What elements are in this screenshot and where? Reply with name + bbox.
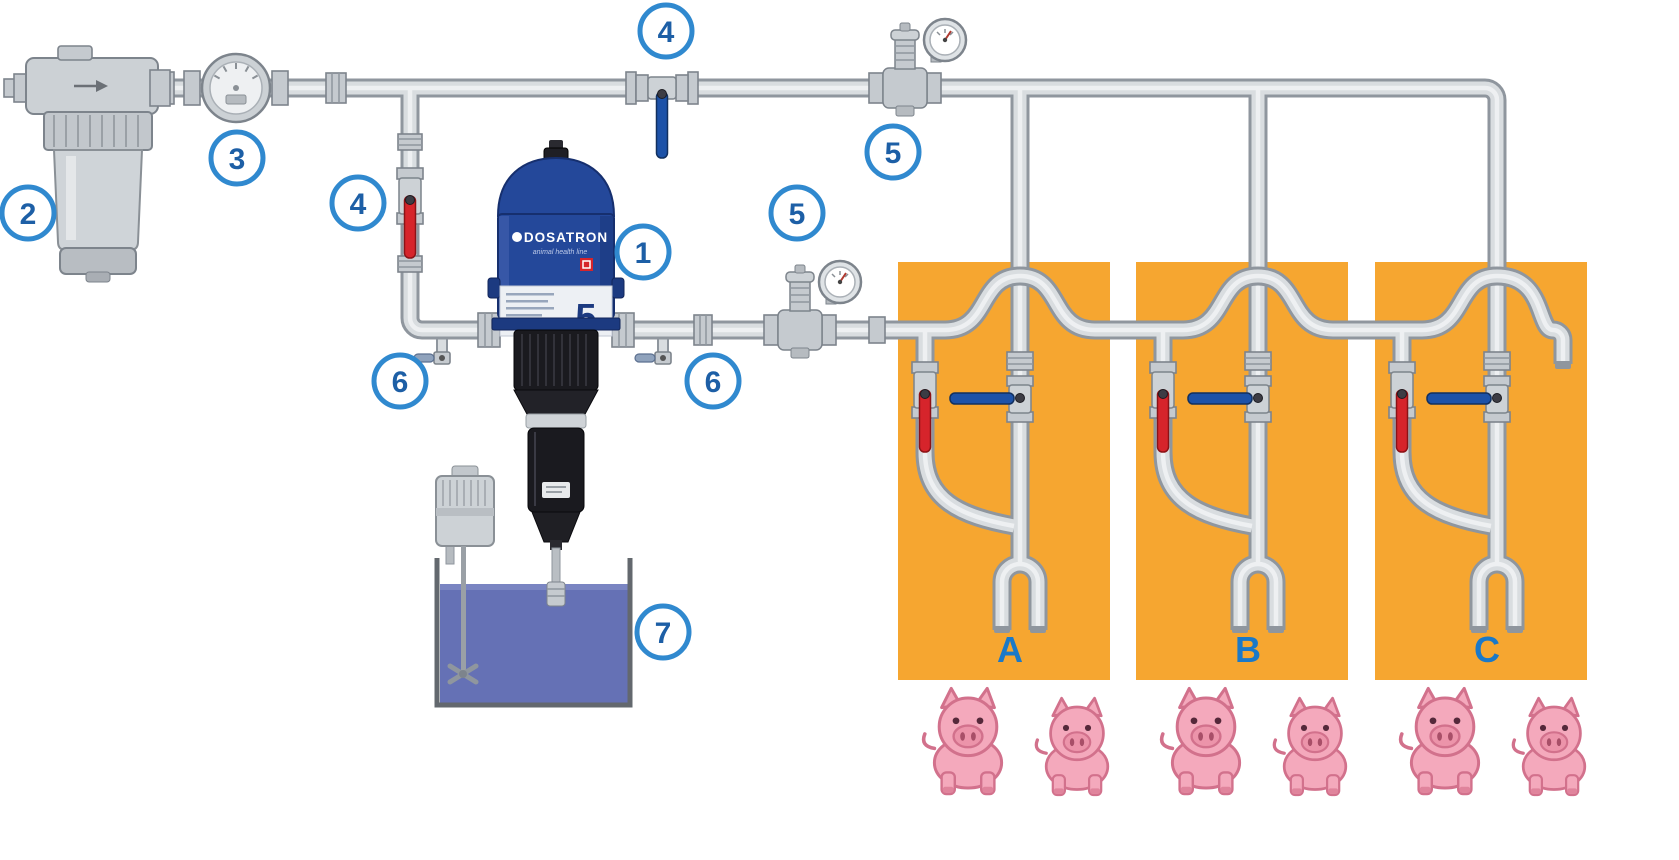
zone-c-label: C xyxy=(1474,629,1500,670)
mixer-shaft xyxy=(461,546,466,674)
svg-text:4: 4 xyxy=(658,16,675,49)
suction-strainer xyxy=(546,581,566,607)
mixer-motor xyxy=(435,465,495,547)
pig-icon xyxy=(921,686,1004,796)
main-shutoff-valve-blue xyxy=(625,71,699,159)
svg-text:4: 4 xyxy=(350,188,367,221)
water-meter xyxy=(183,52,289,124)
pipe-end-caps xyxy=(994,361,1571,633)
badge-filter: 2 xyxy=(0,184,57,242)
zone-b-label: B xyxy=(1235,629,1261,670)
pump-dome xyxy=(496,156,616,217)
svg-text:6: 6 xyxy=(705,366,722,399)
pressure-regulator-dosing xyxy=(762,259,863,360)
badge-regulator-main: 5 xyxy=(864,123,922,181)
svg-text:5: 5 xyxy=(885,137,902,170)
water-filter xyxy=(3,45,171,283)
drain-valve-outlet xyxy=(634,351,672,365)
badge-shutoff-valve-main: 4 xyxy=(637,2,695,60)
suction-tube xyxy=(551,547,561,585)
badge-shutoff-valve-inlet: 4 xyxy=(329,174,387,232)
tank-liquid xyxy=(440,584,629,704)
pig-icon xyxy=(1159,686,1242,796)
red-logo-badge xyxy=(580,258,593,271)
dosing-line-arches xyxy=(944,266,1573,364)
svg-text:2: 2 xyxy=(20,198,37,231)
zone-a-label: A xyxy=(997,629,1023,670)
badge-regulator-dosing: 5 xyxy=(768,184,826,242)
badge-drain-valve-outlet: 6 xyxy=(684,352,742,410)
pig-icon xyxy=(1272,696,1348,797)
tank-walls xyxy=(434,558,633,708)
brand-tagline: animal health line xyxy=(533,249,588,256)
pump-suction-body xyxy=(527,427,585,513)
pig-icon xyxy=(1398,686,1481,796)
pig-icon xyxy=(1511,696,1587,797)
svg-text:7: 7 xyxy=(655,617,672,650)
pressure-regulator-main xyxy=(867,17,968,118)
solution-tank xyxy=(434,465,633,708)
svg-text:6: 6 xyxy=(392,366,409,399)
badge-water-meter: 3 xyxy=(208,129,266,187)
brand-droplet-icon xyxy=(512,232,522,242)
badge-dosing-pump: 1 xyxy=(614,223,672,281)
brand-name: DOSATRON xyxy=(524,230,608,245)
badge-drain-valve-inlet: 6 xyxy=(371,352,429,410)
livestock-pigs xyxy=(921,686,1587,797)
svg-text:3: 3 xyxy=(229,143,246,176)
svg-text:1: 1 xyxy=(635,237,652,270)
pig-icon xyxy=(1034,696,1110,797)
badge-solution-tank: 7 xyxy=(634,603,692,661)
dosing-pump: DOSATRON animal health line 5 xyxy=(477,140,635,607)
svg-text:5: 5 xyxy=(789,198,806,231)
